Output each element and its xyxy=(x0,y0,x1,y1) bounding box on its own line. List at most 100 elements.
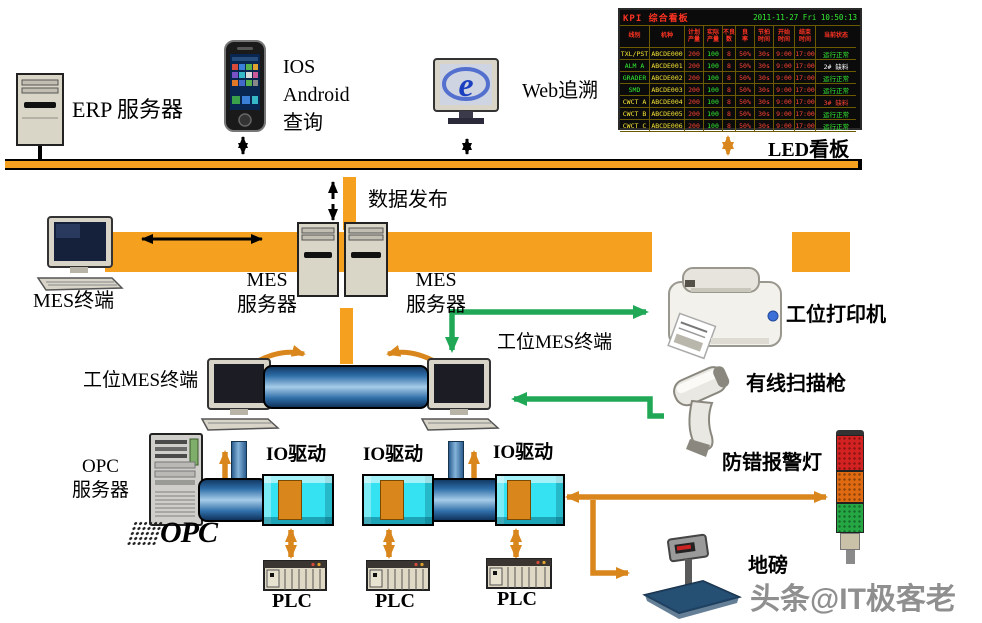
led-cell: 30s xyxy=(755,96,774,108)
plc-label-2: PLC xyxy=(375,590,415,612)
station-printer-label: 工位打印机 xyxy=(786,304,886,326)
led-cell: 17:00 xyxy=(795,48,816,60)
mes-server-icon-1 xyxy=(297,222,339,297)
watermark: 头条@IT极客老兵 xyxy=(750,583,956,616)
led-cell: 运行正常 xyxy=(816,48,856,60)
smartphone-icon xyxy=(224,40,266,132)
led-cell: 2# 缺料 xyxy=(816,60,856,72)
io-driver-box-1 xyxy=(262,474,334,526)
led-cell: 50% xyxy=(736,108,755,120)
led-cell: CWCT A xyxy=(620,96,650,108)
plc-icon-3 xyxy=(486,558,552,589)
svg-text:e: e xyxy=(458,67,473,104)
led-cell: 9:00 xyxy=(774,84,795,96)
led-cell: 100 xyxy=(704,72,723,84)
led-cell: CWCT B xyxy=(620,108,650,120)
led-cell: ABCDE000 xyxy=(650,48,685,60)
io-drive-label-3: IO驱动 xyxy=(493,442,554,463)
io-driver-box-2 xyxy=(362,474,434,526)
opc-server-icon xyxy=(149,433,203,526)
led-cell: 8 xyxy=(723,48,736,60)
led-datetime: 2011-11-27 Fri 10:50:13 xyxy=(753,13,857,22)
led-col-header: 机种 xyxy=(650,26,685,48)
erp-server-icon xyxy=(16,73,64,146)
alarm-light-cap xyxy=(836,430,864,435)
led-cell: 9:00 xyxy=(774,120,795,132)
led-cell: 100 xyxy=(704,120,723,132)
led-board-label: LED看板 xyxy=(768,139,850,161)
alarm-light-pole xyxy=(846,550,855,564)
led-cell: 30s xyxy=(755,108,774,120)
led-cell: 200 xyxy=(685,108,704,120)
led-cell: 100 xyxy=(704,84,723,96)
led-cell: 9:00 xyxy=(774,48,795,60)
workstation-terminal-icon-2 xyxy=(420,358,500,431)
led-cell: 17:00 xyxy=(795,96,816,108)
led-cell: 100 xyxy=(704,48,723,60)
led-cell: 17:00 xyxy=(795,72,816,84)
led-cell: ABCDE004 xyxy=(650,96,685,108)
led-cell: 8 xyxy=(723,108,736,120)
plc-label-3: PLC xyxy=(497,588,537,610)
led-cell: ABCDE005 xyxy=(650,108,685,120)
led-title: KPI 综合看板 xyxy=(623,14,689,24)
alarm-stack-light-icon xyxy=(836,430,866,564)
led-cell: 9:00 xyxy=(774,96,795,108)
led-cell: 100 xyxy=(704,96,723,108)
led-cell: 30s xyxy=(755,60,774,72)
led-col-header: 实际 产量 xyxy=(704,26,723,48)
io-drive-label-2: IO驱动 xyxy=(363,444,424,465)
led-cell: 30s xyxy=(755,48,774,60)
led-col-header: 不良 数 xyxy=(723,26,736,48)
led-cell: 8 xyxy=(723,60,736,72)
led-cell: 50% xyxy=(736,96,755,108)
led-cell: 200 xyxy=(685,96,704,108)
mobile-query-label: IOS Android 查询 xyxy=(283,56,350,134)
led-cell: 200 xyxy=(685,120,704,132)
top-network-bus xyxy=(5,159,862,170)
led-cell: 200 xyxy=(685,84,704,96)
led-col-header: 节拍 时间 xyxy=(755,26,774,48)
led-cell: ABCDE001 xyxy=(650,60,685,72)
io-conveyor-2 xyxy=(426,478,502,522)
plc-icon-1 xyxy=(263,560,327,591)
io-post-1 xyxy=(231,441,247,483)
led-cell: 30s xyxy=(755,72,774,84)
io-driver-box-3 xyxy=(495,474,565,526)
station-conveyor xyxy=(263,365,429,409)
led-cell: 运行正常 xyxy=(816,108,856,120)
opc-logo-dots-icon xyxy=(126,521,164,545)
led-cell: 17:00 xyxy=(795,120,816,132)
mes-server-label-left: MES 服务器 xyxy=(237,269,297,316)
data-publish-label: 数据发布 xyxy=(368,189,448,211)
weighbridge-icon xyxy=(642,533,742,619)
alarm-light-green-segment xyxy=(836,503,864,533)
alarm-light-orange-segment xyxy=(836,471,864,503)
led-cell: 50% xyxy=(736,60,755,72)
led-cell: CWCT C xyxy=(620,120,650,132)
led-cell: 9:00 xyxy=(774,72,795,84)
scanner-to-terminal-arrow xyxy=(511,392,664,419)
led-title-row: KPI 综合看板 2011-11-27 Fri 10:50:13 xyxy=(620,10,860,26)
server-conveyor-link-bar xyxy=(340,308,353,364)
wired-scanner-icon xyxy=(673,366,730,457)
mes-terminal-label: MES终端 xyxy=(33,290,115,312)
led-cell: 8 xyxy=(723,96,736,108)
erp-server-label: ERP 服务器 xyxy=(72,97,184,122)
led-cell: 8 xyxy=(723,84,736,96)
led-kanban-board: KPI 综合看板 2011-11-27 Fri 10:50:13 线别机种计划 … xyxy=(618,8,862,132)
web-browser-monitor-icon: e xyxy=(433,58,499,124)
mes-network-band-right xyxy=(792,232,850,272)
io-post-2 xyxy=(448,441,464,483)
led-cell: ABCDE003 xyxy=(650,84,685,96)
io-driver-slab-1 xyxy=(278,480,302,520)
station-printer-icon xyxy=(667,267,782,360)
mes-server-icon-2 xyxy=(344,222,388,297)
station-terminal-label: 工位MES终端 xyxy=(83,370,199,391)
